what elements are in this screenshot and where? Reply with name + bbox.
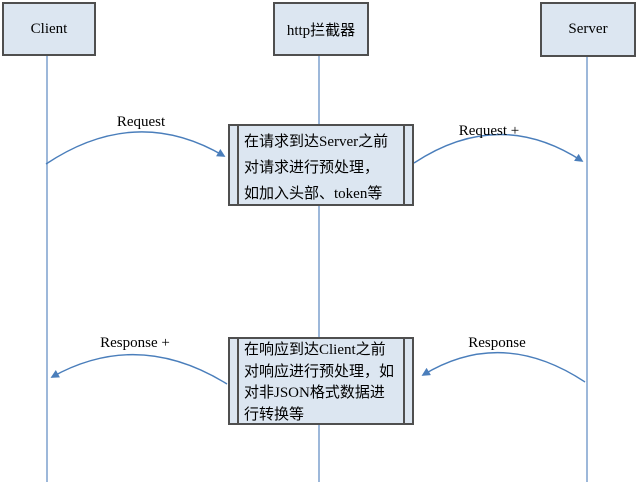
arrow-response bbox=[421, 352, 586, 383]
note-line: 在响应到达Client之前 bbox=[244, 342, 386, 358]
note-line: 对响应进行预处理，如 bbox=[244, 363, 395, 380]
lifeline-interceptor bbox=[318, 56, 320, 482]
note-line: 行转换等 bbox=[244, 406, 305, 423]
message-label-request: Request bbox=[116, 114, 166, 130]
lifeline-server bbox=[586, 56, 588, 482]
note-line: 对请求进行预处理， bbox=[244, 160, 380, 176]
lifeline-client bbox=[46, 56, 48, 482]
message-label-response-plus: Response + bbox=[100, 335, 170, 351]
note-line: 在请求到达Server之前 bbox=[244, 134, 389, 150]
arrow-request bbox=[45, 131, 226, 165]
actor-box-client: Client bbox=[2, 2, 96, 56]
note-line: 对非JSON格式数据进 bbox=[244, 385, 385, 401]
arrow-response-plus bbox=[50, 354, 228, 385]
actor-label-server: Server bbox=[568, 21, 608, 37]
message-label-request-plus: Request + bbox=[458, 123, 520, 139]
note-response-preprocessing: 在响应到达Client之前 对响应进行预处理，如 对非JSON格式数据进 行转换… bbox=[228, 337, 414, 425]
actor-label-client: Client bbox=[30, 20, 68, 37]
actor-box-http-interceptor: http拦截器 bbox=[273, 2, 369, 56]
actor-label-http-interceptor: http拦截器 bbox=[286, 22, 356, 39]
note-line: 如加入头部、token等 bbox=[244, 186, 383, 202]
message-label-response: Response bbox=[468, 335, 526, 351]
note-request-preprocessing: 在请求到达Server之前 对请求进行预处理， 如加入头部、token等 bbox=[228, 124, 414, 206]
actor-box-server: Server bbox=[540, 2, 636, 57]
